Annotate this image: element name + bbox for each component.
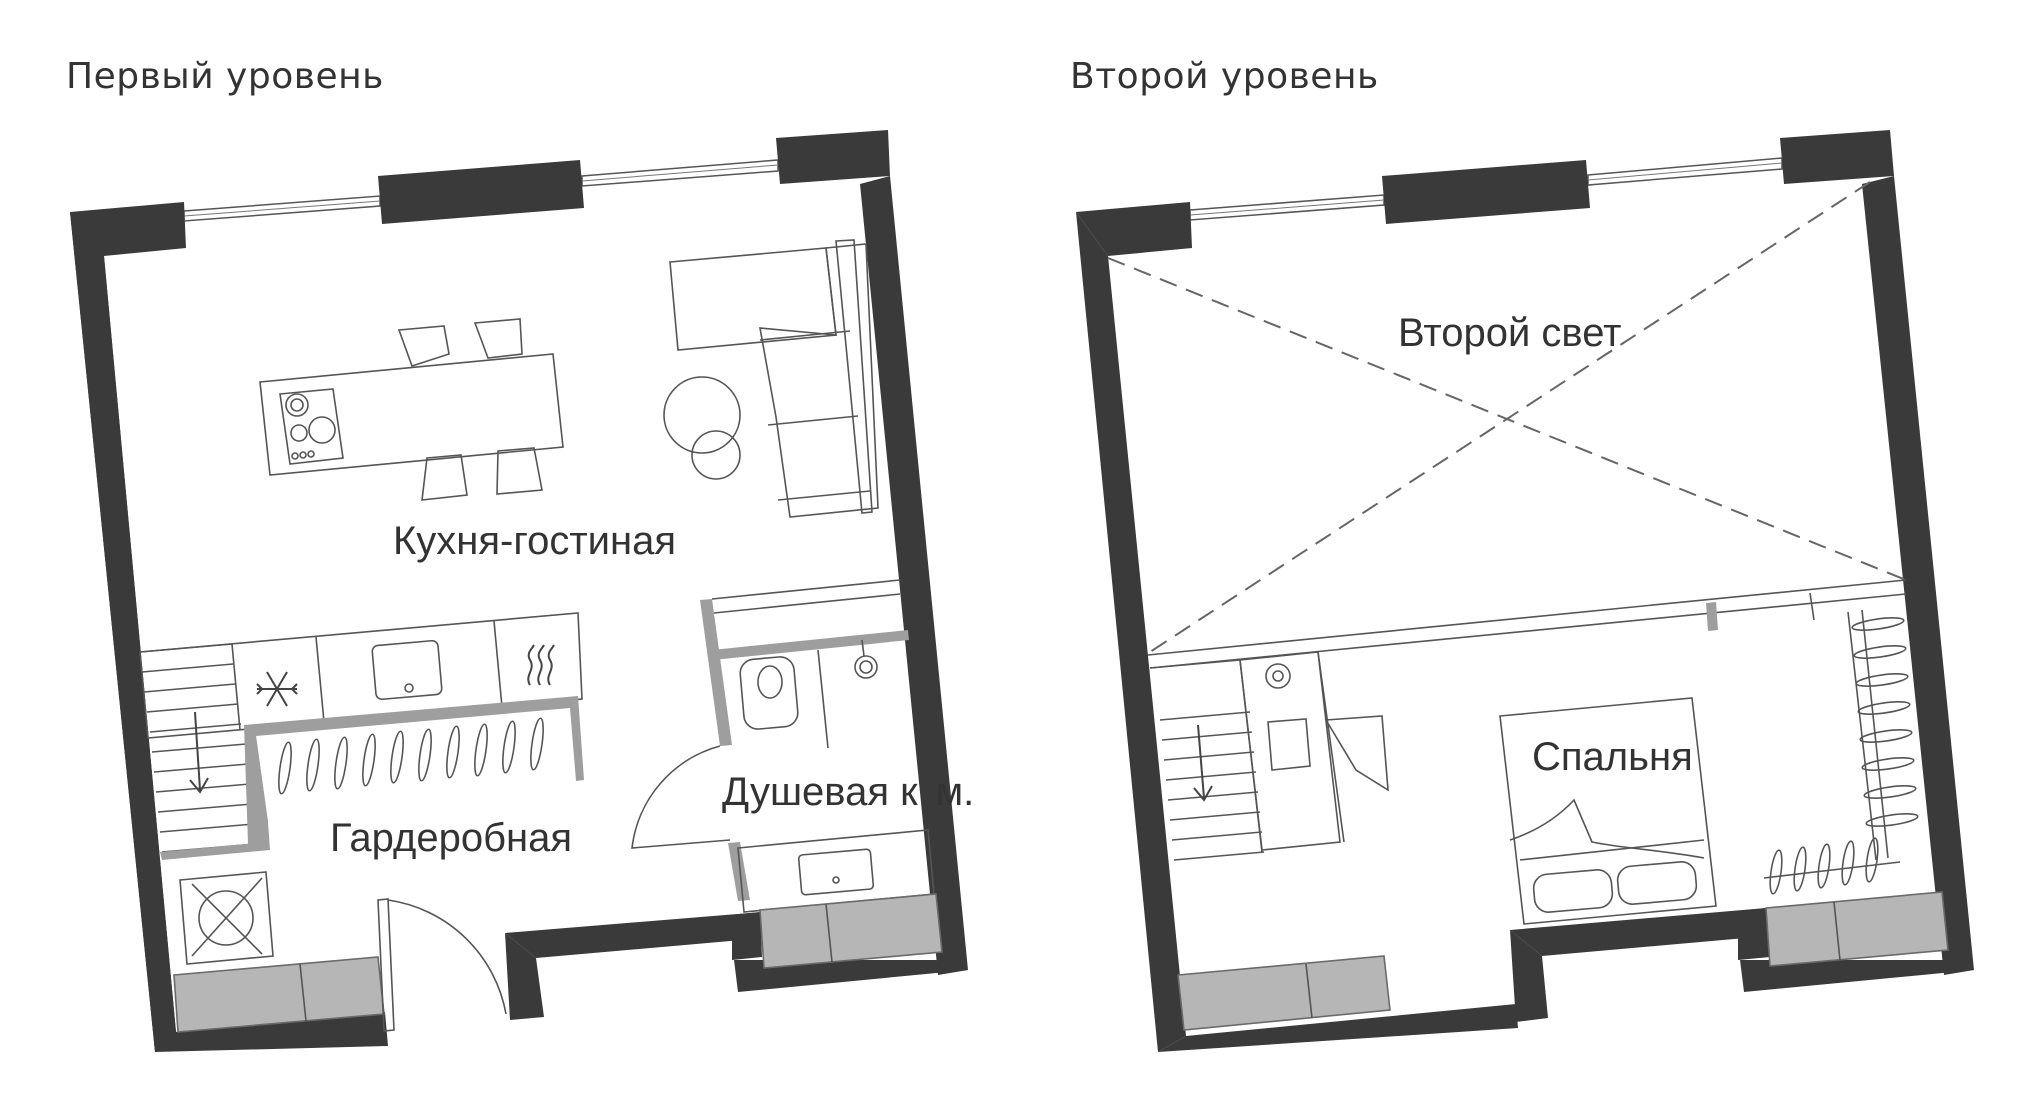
dining-chairs (397, 318, 543, 501)
second-level-cabinets (1177, 891, 1949, 1031)
closet-hangers (1847, 609, 1919, 861)
arrow-down-icon (1193, 724, 1213, 802)
heat-wave-icon (527, 644, 555, 686)
first-level-title: Первый уровень (66, 56, 384, 97)
toilet (739, 639, 878, 749)
bathroom-partition (700, 579, 909, 901)
second-level-plan (1076, 130, 1974, 1052)
desk (1239, 651, 1389, 851)
second-level-left-wall (1076, 212, 1186, 1052)
second-level-title: Второй уровень (1070, 56, 1379, 97)
entrance-door (377, 898, 507, 1032)
second-level-bottom-jamb (1510, 930, 1548, 1022)
wardrobe-hangers (278, 717, 544, 795)
second-level-bottom-mid-wall (1510, 908, 1768, 956)
second-level-bottom-right-wall (1740, 960, 1974, 992)
first-level-plan (70, 130, 968, 1052)
room-label-bedroom: Спальня (1532, 735, 1693, 779)
closet-hangers-bottom (1763, 837, 1901, 895)
second-level-stairs (1149, 659, 1265, 861)
arrow-down-icon (189, 711, 209, 794)
first-level-bottom-wall (155, 1012, 388, 1052)
first-level-window (183, 159, 779, 222)
snowflake-icon (256, 671, 298, 707)
shower-door (631, 745, 731, 849)
second-light-void (1107, 181, 1907, 653)
bed (1499, 697, 1717, 925)
first-level-top-pier (378, 160, 584, 224)
room-label-shower-room-tail: м. (936, 770, 975, 814)
second-level-right-wall (1862, 176, 1974, 975)
first-level-bottom-right-wall (734, 960, 968, 992)
boiler-unit (179, 871, 274, 965)
second-level-top-pier (1382, 160, 1590, 224)
first-level-entry-jamb (505, 933, 544, 1020)
second-level-window (1189, 157, 1783, 221)
room-label-wardrobe: Гардеробная (330, 816, 572, 860)
sofa (669, 239, 879, 518)
room-label-shower-room: Душевая к м. (722, 770, 974, 814)
first-level-entry-wall (505, 912, 764, 958)
room-label-shower-room-main: Душевая к (722, 770, 918, 814)
room-label-kitchen-living: Кухня-гостиная (393, 519, 676, 563)
first-level-top-corner (776, 130, 890, 184)
second-level-top-left-wall (1076, 202, 1192, 256)
coffee-table (663, 376, 741, 480)
second-level-bottom-wall (1158, 1004, 1518, 1052)
second-level-top-corner (1780, 130, 1894, 184)
first-level-left-wall (70, 212, 176, 1052)
bedroom-partition (1317, 651, 1345, 843)
kitchen-island (259, 353, 564, 476)
mezzanine-railing (1147, 579, 1907, 669)
kitchen-counter (139, 612, 583, 739)
room-label-second-light: Второй свет (1398, 311, 1621, 355)
first-level-cabinets (173, 893, 943, 1033)
first-level-right-wall (860, 176, 968, 975)
wardrobe-partition (160, 696, 584, 860)
